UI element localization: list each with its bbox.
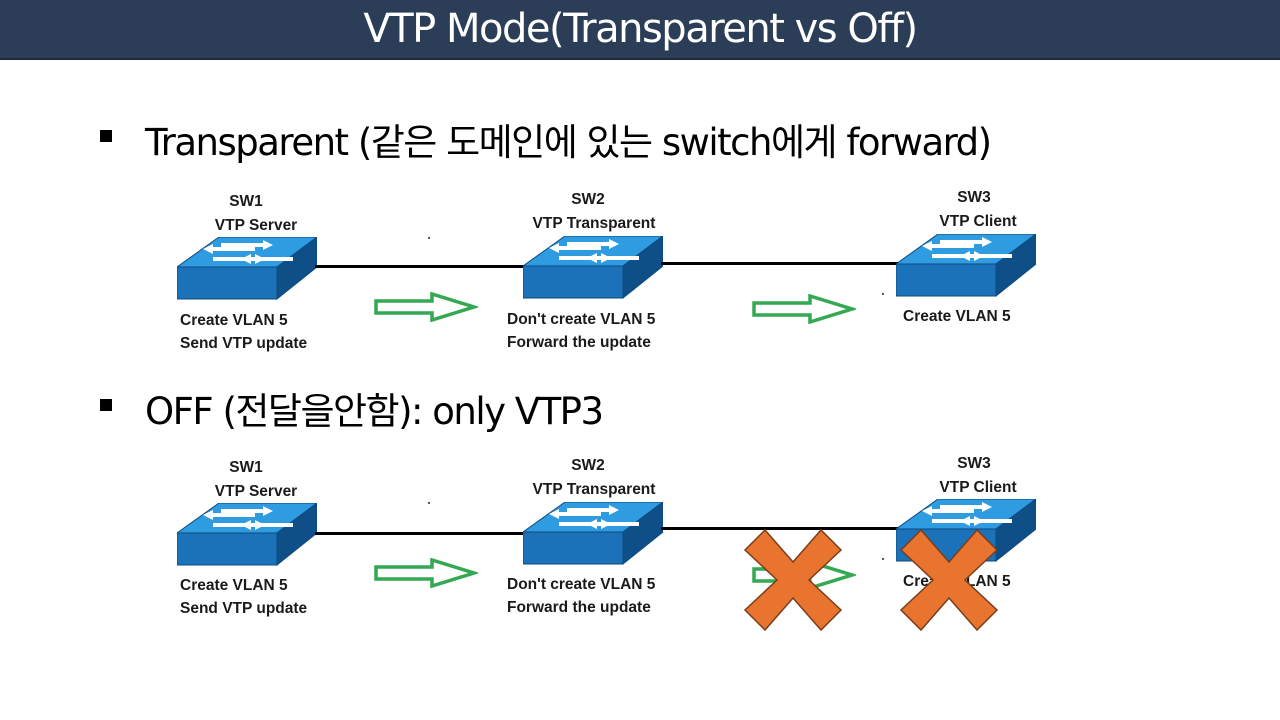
- cross-icon: [899, 528, 999, 632]
- link-line: [661, 527, 899, 530]
- sw1-desc2: Send VTP update: [180, 335, 308, 352]
- switch-icon: [177, 503, 317, 567]
- sw1-desc1: Create VLAN 5: [180, 577, 288, 594]
- title-bar: VTP Mode(Transparent vs Off): [0, 0, 1280, 60]
- speck: [428, 502, 430, 504]
- bullet-marker: [100, 399, 112, 411]
- sw1-desc1: Create VLAN 5: [180, 312, 288, 329]
- sw2-mode: VTP Transparent: [532, 215, 656, 232]
- right-arrow-icon: [374, 558, 478, 588]
- link-line: [661, 262, 899, 265]
- sw2-name: SW2: [571, 191, 605, 208]
- sw3-name: SW3: [957, 189, 991, 206]
- switch-icon: [523, 502, 663, 566]
- sw1-mode: VTP Server: [214, 217, 298, 234]
- switch-icon: [177, 237, 317, 301]
- bullet-marker: [100, 130, 112, 142]
- speck: [882, 558, 884, 560]
- sw2-desc1: Don't create VLAN 5: [507, 311, 656, 328]
- bullet-text-off: OFF (전달을안함): only VTP3: [145, 390, 604, 433]
- right-arrow-icon: [374, 292, 478, 322]
- sw3-mode: VTP Client: [939, 213, 1017, 230]
- sw1-desc2: Send VTP update: [180, 600, 308, 617]
- sw1-name: SW1: [229, 193, 263, 210]
- link-line: [315, 532, 527, 535]
- sw3-name: SW3: [957, 455, 991, 472]
- sw3-desc1: Create VLAN 5: [903, 308, 1011, 325]
- cross-icon: [743, 528, 843, 632]
- speck: [882, 293, 884, 295]
- sw1-name: SW1: [229, 459, 263, 476]
- speck: [428, 237, 430, 239]
- right-arrow-icon: [752, 294, 856, 324]
- sw2-desc2: Forward the update: [507, 599, 651, 616]
- sw2-name: SW2: [571, 457, 605, 474]
- sw2-mode: VTP Transparent: [532, 481, 656, 498]
- page-title: VTP Mode(Transparent vs Off): [363, 6, 918, 52]
- sw3-mode: VTP Client: [939, 479, 1017, 496]
- switch-icon: [523, 236, 663, 300]
- sw2-desc2: Forward the update: [507, 334, 651, 351]
- sw1-mode: VTP Server: [214, 483, 298, 500]
- bullet-text-transparent: Transparent (같은 도메인에 있는 switch에게 forward…: [145, 121, 992, 164]
- link-line: [315, 265, 527, 268]
- switch-icon: [896, 234, 1036, 298]
- sw2-desc1: Don't create VLAN 5: [507, 576, 656, 593]
